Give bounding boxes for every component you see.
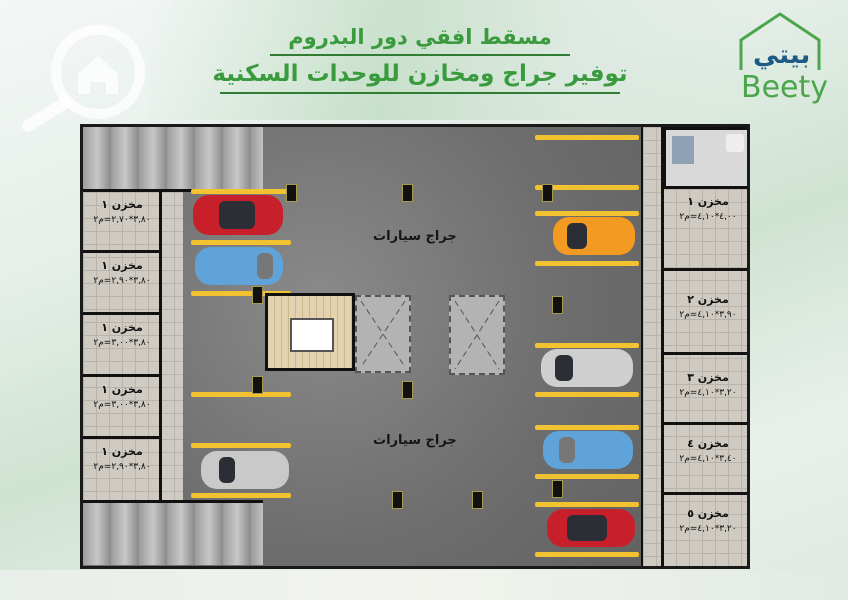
wall [661, 127, 664, 566]
column [392, 491, 403, 509]
storage-name: مخزن ١ [687, 195, 729, 208]
left-corridor [161, 192, 183, 500]
storage-dims: ٣,٨٠*٢,٩٠=م٢ [93, 462, 151, 472]
wall [641, 127, 643, 566]
column [542, 184, 553, 202]
parking-stripe [535, 261, 639, 266]
column [402, 184, 413, 202]
storage-name: مخزن ١ [101, 383, 143, 396]
parking-stripe [191, 493, 291, 498]
logo-english-text: Beety [741, 70, 829, 105]
left-storage-3: مخزن ١ ٣,٨٠*٣,٠٠=م٢ [83, 315, 161, 377]
storage-name: مخزن ٣ [687, 371, 729, 384]
column [472, 491, 483, 509]
right-storage-4: مخزن ٤ ٣,٤٠*٤,١٠=م٢ [663, 425, 747, 495]
left-storage-1: مخزن ١ ٣,٨٠*٢,٧٠=م٢ [83, 192, 161, 253]
storage-dims: ٣,٢٠*٤,١٠=م٢ [679, 524, 737, 534]
staircase [265, 293, 355, 371]
column [402, 381, 413, 399]
background-banner [150, 0, 750, 120]
right-storage-1: مخزن ١ ٤,٠٠*٤,١٠=م٢ [663, 189, 747, 271]
parking-stripe [191, 443, 291, 448]
car-blue [543, 431, 633, 469]
ramp-top [83, 127, 263, 189]
right-storage-5: مخزن ٥ ٣,٢٠*٤,١٠=م٢ [663, 495, 747, 566]
car-red [193, 195, 283, 235]
right-storage-3: مخزن ٣ ٣,٢٠*٤,١٠=م٢ [663, 355, 747, 425]
wall [83, 189, 263, 192]
parking-stripe [191, 189, 291, 194]
left-storage-5: مخزن ١ ٣,٨٠*٢,٩٠=م٢ [83, 439, 161, 500]
wall [83, 500, 263, 503]
storage-name: مخزن ١ [101, 445, 143, 458]
parking-stripe [191, 291, 291, 296]
elevator-shaft-2 [449, 295, 505, 375]
house-magnifier-icon [22, 25, 145, 132]
title-underline-2 [220, 92, 620, 94]
storage-name: مخزن ١ [101, 259, 143, 272]
basement-floor-plan: مخزن ١ ٣,٨٠*٢,٧٠=م٢ مخزن ١ ٣,٨٠*٢,٩٠=م٢ … [80, 124, 750, 569]
column [252, 376, 263, 394]
column [552, 480, 563, 498]
storage-dims: ٣,٩٠*٤,١٠=م٢ [679, 310, 737, 320]
storage-dims: ٤,٠٠*٤,١٠=م٢ [679, 212, 737, 222]
wall [159, 192, 162, 500]
car-silver [201, 451, 289, 489]
right-corridor [643, 127, 663, 566]
storage-dims: ٣,٨٠*٢,٩٠=م٢ [93, 276, 151, 286]
storage-dims: ٣,٤٠*٤,١٠=م٢ [679, 454, 737, 464]
stair-well [290, 318, 334, 352]
left-storage-2: مخزن ١ ٣,٨٠*٢,٩٠=م٢ [83, 253, 161, 315]
title-underline-1 [270, 54, 570, 56]
left-storage-block [83, 192, 161, 500]
storage-name: مخزن ٥ [687, 507, 729, 520]
plan-title: مسقط افقي دور البدروم توفير جراج ومخازن … [200, 22, 640, 96]
storage-name: مخزن ١ [101, 321, 143, 334]
storage-dims: ٣,٨٠*٢,٧٠=م٢ [93, 215, 151, 225]
bed-icon [672, 136, 694, 164]
car-blue [195, 247, 283, 285]
storage-name: مخزن ٢ [687, 293, 729, 306]
parking-stripe [535, 552, 639, 557]
right-storage-block [663, 189, 747, 566]
storage-name: مخزن ٤ [687, 437, 729, 450]
ramp-bottom [83, 503, 263, 565]
title-line-2: توفير جراج ومخازن للوحدات السكنية [212, 61, 628, 87]
parking-stripe [535, 474, 639, 479]
guard-room-unit [663, 127, 747, 189]
parking-stripe [535, 343, 639, 348]
storage-dims: ٣,٨٠*٣,٠٠=م٢ [93, 338, 151, 348]
garage-label-top: جراج سيارات [373, 229, 457, 244]
garage-label-bottom: جراج سيارات [373, 433, 457, 448]
background-footer-strip [0, 570, 848, 600]
parking-stripe [535, 211, 639, 216]
storage-name: مخزن ١ [101, 198, 143, 211]
car-orange [553, 217, 635, 255]
parking-stripe [535, 185, 639, 190]
parking-stripe [535, 392, 639, 397]
car-red [547, 509, 635, 547]
column [252, 286, 263, 304]
parking-stripe [191, 392, 291, 397]
storage-dims: ٣,٨٠*٣,٠٠=م٢ [93, 400, 151, 410]
parking-stripe [535, 425, 639, 430]
right-storage-2: مخزن ٢ ٣,٩٠*٤,١٠=م٢ [663, 271, 747, 355]
left-storage-4: مخزن ١ ٣,٨٠*٣,٠٠=م٢ [83, 377, 161, 439]
column [286, 184, 297, 202]
storage-dims: ٣,٢٠*٤,١٠=م٢ [679, 388, 737, 398]
elevator-shaft-1 [355, 295, 411, 373]
house-outline-icon [739, 12, 821, 70]
parking-stripe [191, 240, 291, 245]
title-line-1: مسقط افقي دور البدروم [288, 25, 552, 49]
car-silver [541, 349, 633, 387]
parking-stripe [535, 135, 639, 140]
logo-arabic-text: بيتي [753, 40, 811, 70]
parking-stripe [535, 502, 639, 507]
toilet-icon [726, 134, 744, 152]
beety-logo: بيتي Beety [735, 10, 829, 115]
column [552, 296, 563, 314]
